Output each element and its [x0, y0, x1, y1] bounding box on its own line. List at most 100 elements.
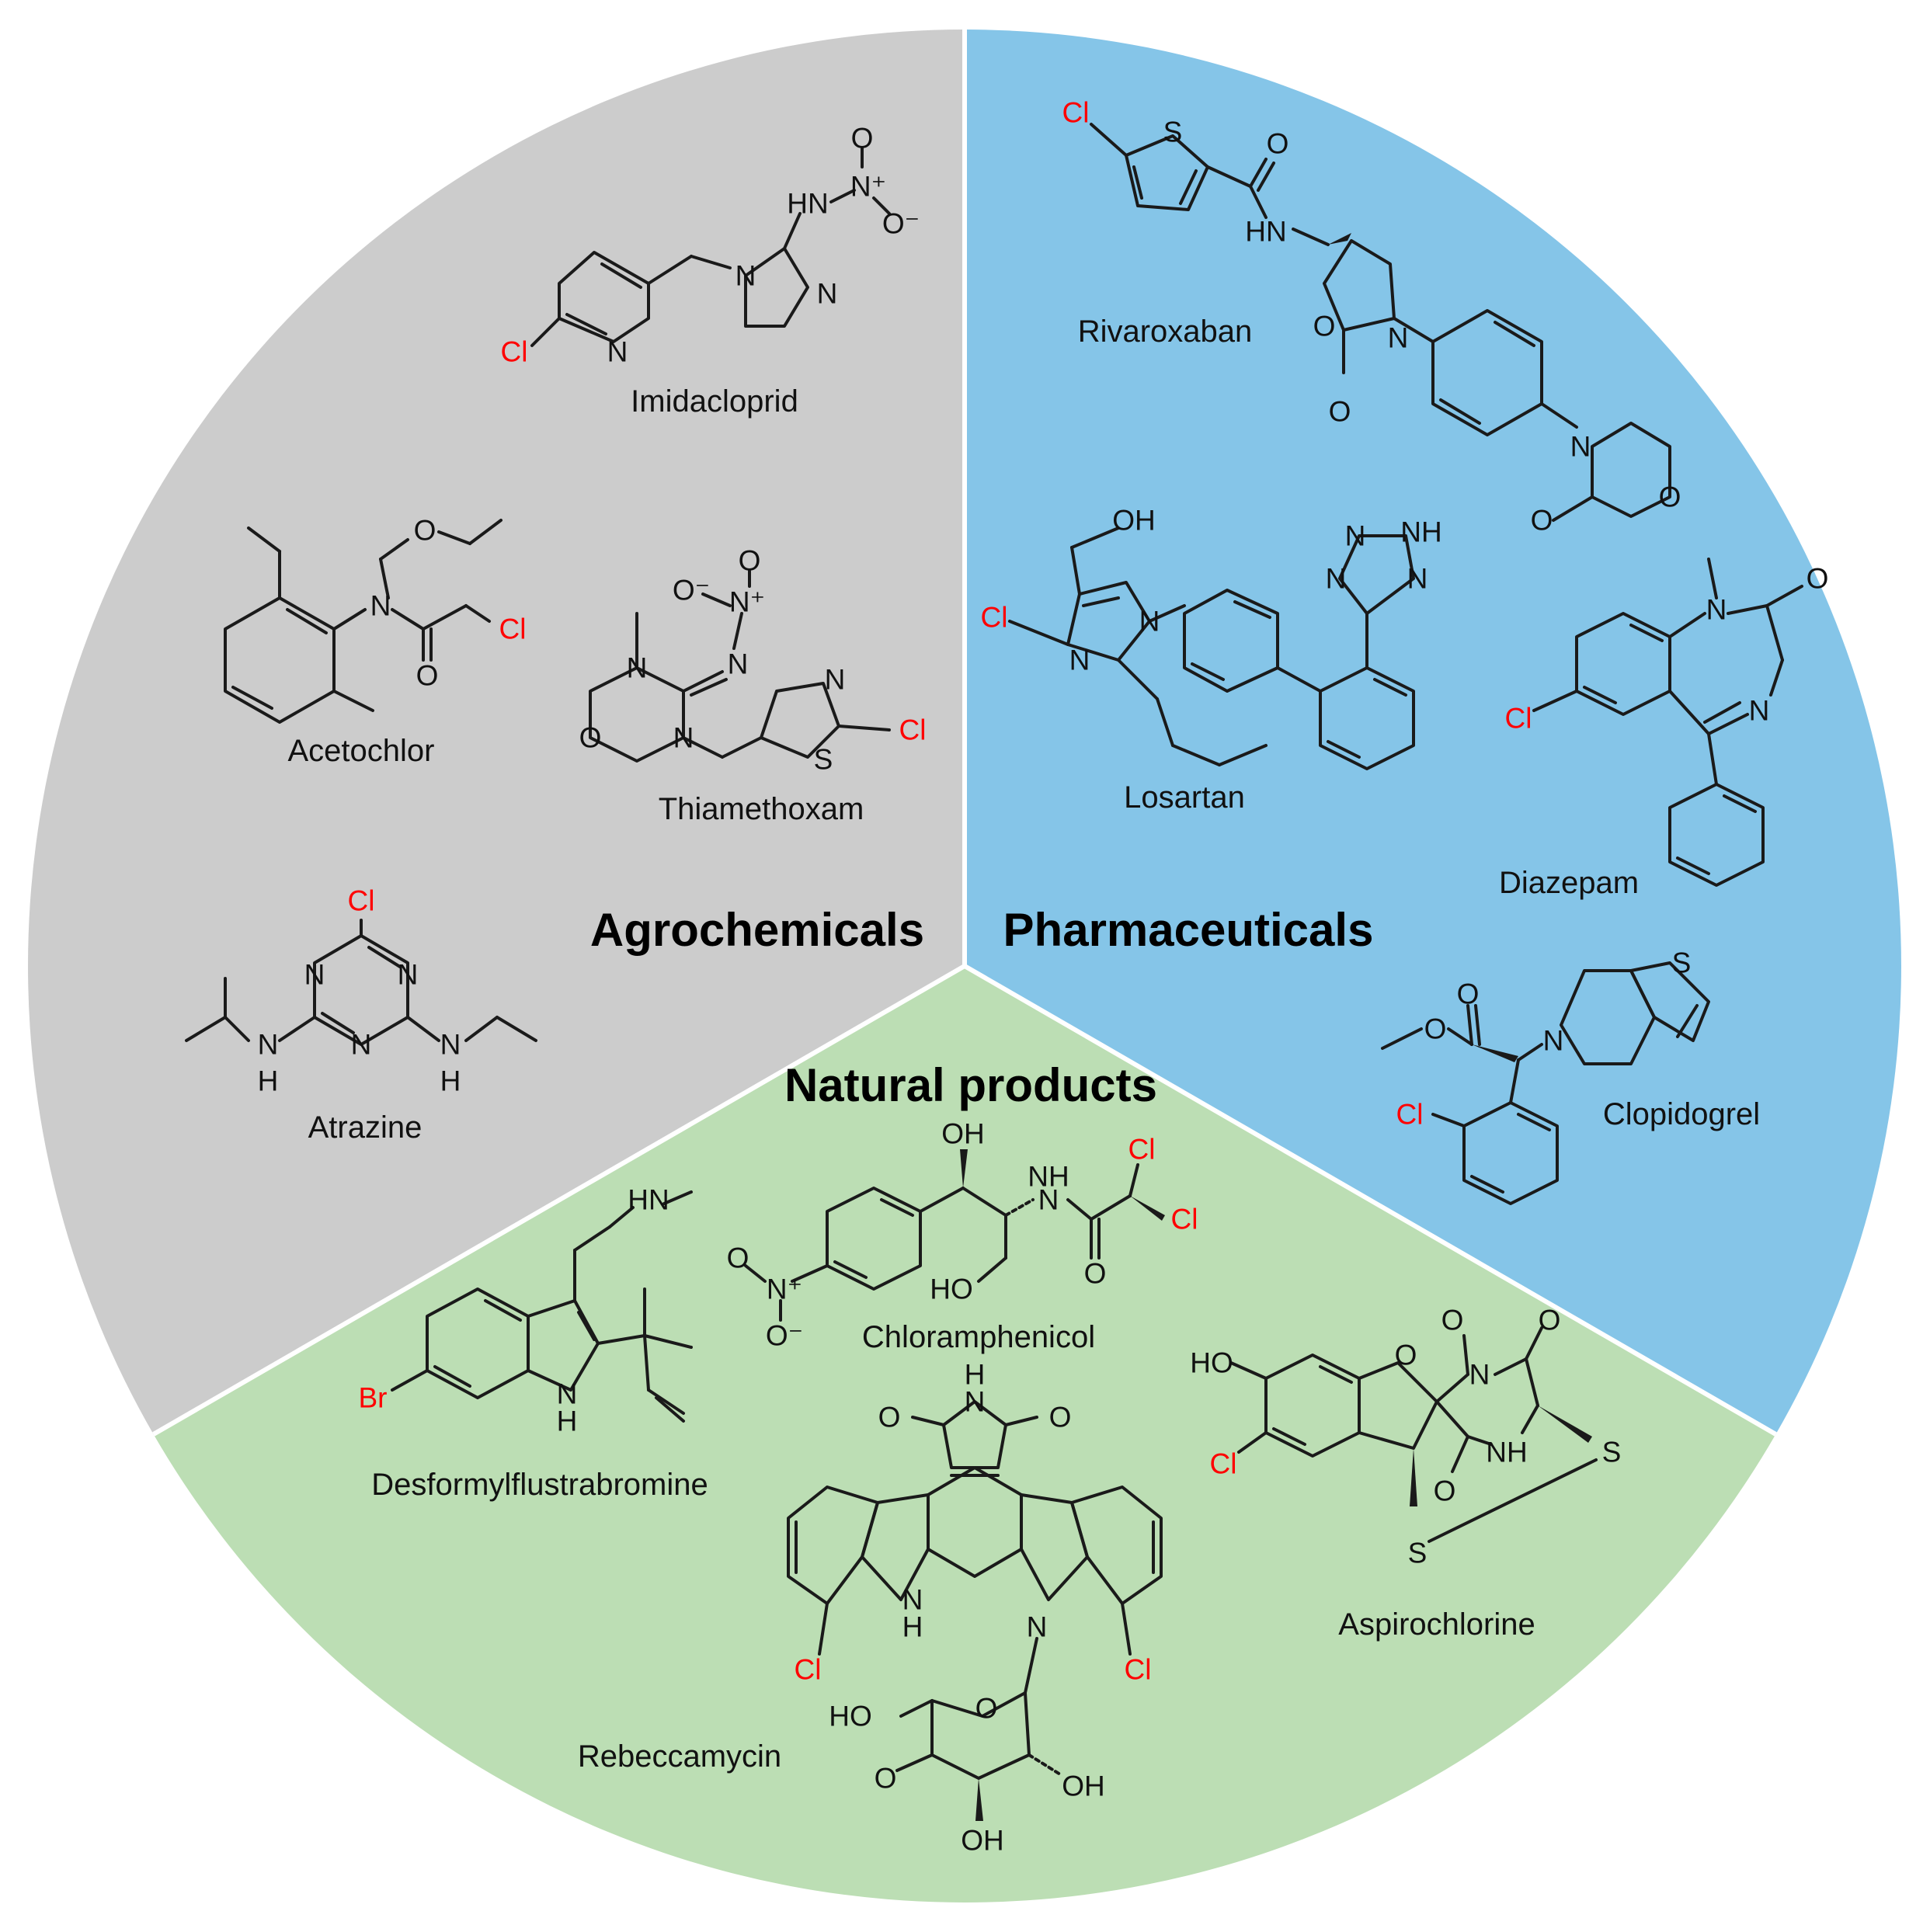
atom-oh: OH [961, 1825, 1004, 1857]
atom-o: O [1434, 1475, 1456, 1507]
compound-label-diazepam: Diazepam [1499, 866, 1639, 900]
sector-natural-products [153, 966, 1776, 1902]
atom-n: N [440, 1029, 461, 1061]
atom-cl: Cl [981, 602, 1008, 634]
atom-o: O [1441, 1305, 1464, 1336]
atom-s: S [1163, 116, 1183, 148]
atom-cl: Cl [1125, 1654, 1152, 1686]
atom-o: O [1531, 505, 1553, 537]
atom-o: O [579, 722, 602, 754]
atom-o: O [1084, 1258, 1107, 1290]
section-title-natural-products: Natural products [784, 1059, 1157, 1111]
atom-n: N [370, 590, 391, 622]
atom-cl: Cl [348, 885, 375, 917]
structure-imidacloprid: Cl N N N HN N⁺ O O⁻ Imidacloprid [501, 123, 920, 419]
atom-cl: Cl [1396, 1099, 1424, 1131]
section-title-agrochemicals: Agrochemicals [590, 904, 924, 956]
structure-aspirochlorine: HO Cl O O N O NH O S S Aspirochlorine [1190, 1305, 1621, 1642]
atom-n-plus: N⁺ [767, 1274, 802, 1305]
atom-n: N [1027, 1611, 1048, 1643]
atom-hn: HN [787, 188, 828, 220]
atom-n: N [902, 1584, 923, 1616]
atom-n-plus: N⁺ [850, 171, 886, 203]
compound-label-imidacloprid: Imidacloprid [631, 384, 798, 419]
atom-o-minus: O⁻ [882, 208, 920, 240]
atom-n: N [398, 959, 419, 991]
structure-desformylflustrabromine: HN N H Br Desformylflustrabromine [359, 1184, 708, 1503]
atom-n: N [627, 652, 648, 684]
structure-acetochlor: N O O Cl Acetochlor [224, 515, 527, 768]
atom-o: O [975, 1693, 998, 1725]
atom-n: N [557, 1378, 578, 1410]
compound-label-aspirochlorine: Aspirochlorine [1338, 1607, 1535, 1642]
atom-oh: OH [1062, 1770, 1105, 1802]
atom-o: O [727, 1242, 749, 1274]
atom-n: N [1388, 322, 1409, 354]
compound-label-rivaroxaban: Rivaroxaban [1078, 314, 1253, 349]
compound-label-chloramphenicol: Chloramphenicol [862, 1320, 1095, 1354]
compound-label-clopidogrel: Clopidogrel [1603, 1097, 1760, 1131]
atom-n: N [1543, 1025, 1564, 1057]
atom-n: N [1038, 1184, 1059, 1216]
structure-losartan: OH Cl N N N NH N N Losartan [981, 505, 1442, 815]
atom-o: O [1267, 128, 1289, 160]
atom-ho: HO [829, 1701, 872, 1732]
structure-atrazine: Cl N N N N H N H Atrazine [185, 885, 537, 1145]
atom-cl: Cl [1171, 1204, 1198, 1235]
atom-nh: NH [1486, 1437, 1527, 1468]
atom-o-minus: O⁻ [673, 575, 710, 606]
compound-label-rebeccamycin: Rebeccamycin [578, 1739, 781, 1774]
atom-n: N [1749, 695, 1770, 727]
atom-h: H [557, 1406, 578, 1437]
compound-label-desformylflustrabromine: Desformylflustrabromine [371, 1468, 708, 1502]
compound-label-acetochlor: Acetochlor [288, 734, 435, 768]
atom-cl: Cl [499, 613, 527, 645]
structure-thiamethoxam: N N O N N⁺ O O⁻ N S Cl Thiamethoxam [579, 545, 927, 827]
atom-o: O [739, 545, 761, 577]
atom-n: N [258, 1029, 279, 1061]
atom-n: N [1706, 594, 1727, 626]
structure-diazepam: Cl N O N Diazepam [1499, 558, 1829, 900]
structure-chloramphenicol: OH NH N Cl Cl O HO N⁺ O O⁻ Chloramphenic… [727, 1118, 1198, 1355]
atom-br: Br [359, 1382, 388, 1414]
atom-o: O [1424, 1013, 1447, 1045]
sector-dividers [152, 30, 1777, 1437]
atom-o: O [1313, 311, 1336, 342]
structure-rebeccamycin: H N O O N H N Cl Cl O HO O OH OH Rebecca… [578, 1359, 1163, 1857]
atom-n: N [304, 959, 325, 991]
atom-n: N [1570, 431, 1591, 463]
atom-n: N [825, 664, 846, 696]
structure-clopidogrel: O O N S Cl Clopidogrel [1381, 947, 1760, 1205]
compound-label-losartan: Losartan [1124, 780, 1245, 815]
atom-o: O [1659, 481, 1681, 513]
atom-n: N [817, 278, 838, 310]
atom-nh: NH [1400, 516, 1441, 548]
atom-h: H [902, 1611, 923, 1643]
atom-o: O [875, 1763, 897, 1795]
atom-cl: Cl [1210, 1448, 1237, 1480]
atom-nh: NH [1028, 1161, 1069, 1193]
atom-cl: Cl [1128, 1134, 1156, 1166]
atom-cl: Cl [1505, 703, 1532, 735]
atom-o: O [1395, 1340, 1417, 1371]
atom-n: N [1069, 645, 1090, 676]
atom-o: O [878, 1402, 901, 1433]
atom-n: N [728, 648, 749, 680]
atom-n: N [1469, 1359, 1490, 1391]
atom-ho: HO [1190, 1347, 1233, 1379]
atom-n: N [1326, 563, 1347, 595]
atom-s: S [814, 744, 833, 776]
sector-pharmaceuticals [965, 30, 1901, 1434]
atom-n-plus: N⁺ [729, 586, 765, 618]
atom-o: O [1457, 978, 1480, 1010]
atom-ho: HO [930, 1274, 973, 1305]
atom-n: N [673, 722, 694, 754]
atom-n: N [1139, 606, 1160, 638]
section-title-pharmaceuticals: Pharmaceuticals [1003, 904, 1374, 956]
atom-o: O [1049, 1402, 1072, 1433]
atom-oh: OH [941, 1118, 985, 1150]
atom-s: S [1408, 1538, 1428, 1569]
compound-label-atrazine: Atrazine [308, 1110, 423, 1145]
atom-o: O [1807, 563, 1829, 595]
atom-oh: OH [1112, 505, 1156, 537]
